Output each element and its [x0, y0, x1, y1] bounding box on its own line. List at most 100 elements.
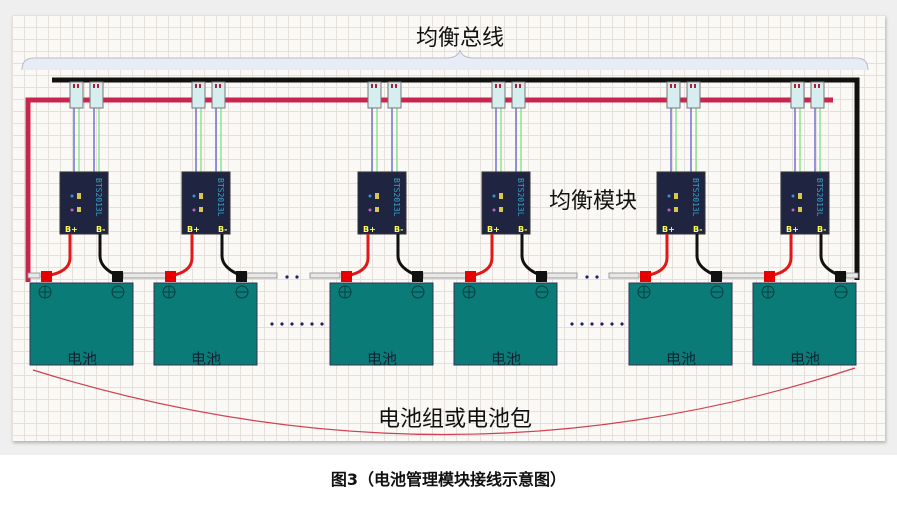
balance-module: BTS2013L B+ B-	[768, 81, 842, 278]
balance-bus-red	[25, 97, 833, 282]
led-label	[798, 207, 802, 212]
module-label: 均衡模块	[549, 189, 637, 214]
connector-pin	[814, 84, 816, 88]
connector-pin	[798, 84, 800, 88]
connector-pin	[215, 84, 217, 88]
connector-pin	[97, 84, 99, 88]
battery: 电池	[628, 271, 770, 368]
terminal-positive-label: B+	[363, 225, 376, 234]
ellipsis-dot	[590, 322, 594, 326]
plus-icon	[163, 286, 175, 298]
terminal-positive-label: B+	[662, 225, 675, 234]
pack-arc	[32, 367, 856, 436]
terminal-negative	[236, 271, 247, 282]
led-label	[77, 207, 81, 212]
battery: 电池	[453, 271, 640, 368]
ellipsis-dot	[310, 322, 314, 326]
module-body	[181, 171, 231, 235]
cable-negative	[220, 234, 243, 278]
link-bar	[608, 272, 640, 279]
ellipsis-dot	[295, 275, 299, 279]
module-model: BTS2013L	[94, 178, 103, 217]
led-label	[375, 207, 379, 212]
connector-pin	[195, 84, 197, 88]
ellipsis-dot	[600, 322, 604, 326]
battery-label: 电池	[367, 350, 397, 368]
led-icon	[492, 194, 496, 198]
terminal-negative-label: B-	[817, 225, 826, 234]
bus-connector	[89, 81, 104, 109]
connector-pin	[519, 84, 521, 88]
terminal-negative	[711, 271, 722, 282]
terminal-negative-label: B-	[693, 225, 702, 234]
ellipsis-dot	[580, 322, 584, 326]
terminal-positive-label: B+	[187, 225, 200, 234]
battery-label: 电池	[67, 350, 97, 368]
terminal-positive	[465, 271, 476, 282]
led-label	[499, 207, 503, 212]
terminal-positive-label: B+	[786, 225, 799, 234]
connector-pin	[199, 84, 201, 88]
terminal-positive-label: B+	[487, 225, 500, 234]
ellipsis-dot	[290, 322, 294, 326]
battery-label: 电池	[491, 350, 521, 368]
led-icon	[192, 194, 196, 198]
connector-pin	[93, 84, 95, 88]
bus-connector	[810, 81, 825, 109]
led-icon	[667, 208, 671, 212]
connector-pin	[690, 84, 692, 88]
connector-pin	[371, 84, 373, 88]
battery: 电池	[329, 271, 471, 368]
battery: 电池	[752, 271, 859, 368]
terminal-positive	[165, 271, 176, 282]
module-body	[656, 171, 706, 235]
battery-body	[29, 282, 134, 366]
figure-caption: 图3（电池管理模块接线示意图）	[330, 470, 567, 489]
bus-connector	[211, 81, 226, 109]
ellipsis-dot	[270, 322, 274, 326]
terminal-negative	[112, 271, 123, 282]
ellipsis-dot	[610, 322, 614, 326]
terminal-positive	[41, 271, 52, 282]
terminal-negative-label: B-	[518, 225, 527, 234]
connector-pin	[495, 84, 497, 88]
battery-body	[153, 282, 258, 366]
bus-connector	[491, 81, 506, 109]
terminal-negative-label: B-	[394, 225, 403, 234]
led-icon	[791, 194, 795, 198]
led-label	[199, 207, 203, 212]
battery-label: 电池	[666, 350, 696, 368]
led-label	[199, 193, 203, 199]
connector-pin	[395, 84, 397, 88]
terminal-negative-label: B-	[218, 225, 227, 234]
module-body	[481, 171, 531, 235]
terminal-negative	[835, 271, 846, 282]
connector-pin	[73, 84, 75, 88]
module-model: BTS2013L	[815, 178, 824, 217]
plus-icon	[762, 286, 774, 298]
terminal-positive	[341, 271, 352, 282]
led-icon	[368, 194, 372, 198]
cable-positive	[469, 234, 494, 278]
bus-connector	[686, 81, 701, 109]
ellipsis-dot	[585, 275, 589, 279]
battery-label: 电池	[790, 350, 820, 368]
ellipsis-dot	[595, 275, 599, 279]
terminal-negative	[536, 271, 547, 282]
link-bar	[721, 272, 770, 279]
bus-bracket	[21, 49, 869, 71]
plus-icon	[638, 286, 650, 298]
led-icon	[368, 208, 372, 212]
cable-negative	[520, 234, 543, 278]
cable-positive	[644, 234, 669, 278]
connector-pin	[77, 84, 79, 88]
connector-pin	[694, 84, 696, 88]
connector-pin	[670, 84, 672, 88]
plus-icon	[339, 286, 351, 298]
terminal-negative-label: B-	[96, 225, 105, 234]
bus-connector	[191, 81, 206, 109]
